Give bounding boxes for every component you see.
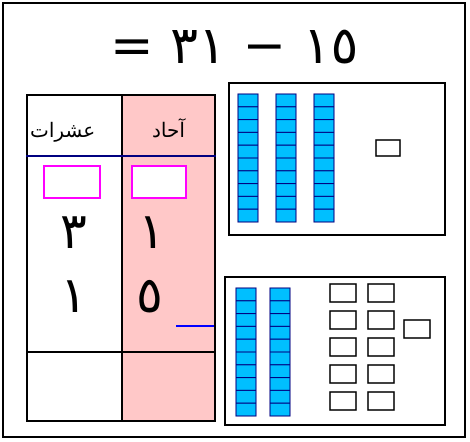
tens-rod xyxy=(313,93,335,223)
tens-rod xyxy=(275,93,297,223)
tens-digit-top: ٣ xyxy=(60,202,87,260)
tens-rod xyxy=(269,287,291,417)
tens-rod xyxy=(237,93,259,223)
ones-column-label: آحاد xyxy=(152,118,185,142)
tens-column-label: عشرات xyxy=(30,118,96,142)
unit-cube xyxy=(329,364,357,384)
tens-rod xyxy=(235,287,257,417)
bottom-blocks xyxy=(235,283,431,417)
base-ten-model-31 xyxy=(228,82,446,236)
tens-regroup-box[interactable] xyxy=(43,165,101,199)
worksheet-frame xyxy=(2,2,466,438)
place-value-table: عشرات آحاد ٣ ١ ١ ٥ xyxy=(26,94,216,422)
top-blocks xyxy=(237,93,401,223)
ones-column-fill xyxy=(122,94,214,420)
place-value-grid xyxy=(26,94,216,422)
ones-digit-bottom: ٥ xyxy=(136,266,163,324)
ones-digit-top: ١ xyxy=(138,202,165,260)
unit-cube xyxy=(367,337,395,357)
unit-cube xyxy=(375,139,401,157)
tens-digit-bottom: ١ xyxy=(60,266,87,324)
unit-cube xyxy=(367,391,395,411)
unit-cube xyxy=(367,364,395,384)
unit-cube xyxy=(329,337,357,357)
unit-cube xyxy=(329,310,357,330)
base-ten-model-regrouped xyxy=(224,276,446,426)
subtraction-equation: = ١٥ − ٣١ xyxy=(110,16,359,76)
unit-cube xyxy=(329,283,357,303)
unit-cube xyxy=(367,283,395,303)
unit-cube xyxy=(329,391,357,411)
ones-regroup-box[interactable] xyxy=(131,165,187,199)
unit-cube xyxy=(367,310,395,330)
unit-cube xyxy=(403,319,431,339)
